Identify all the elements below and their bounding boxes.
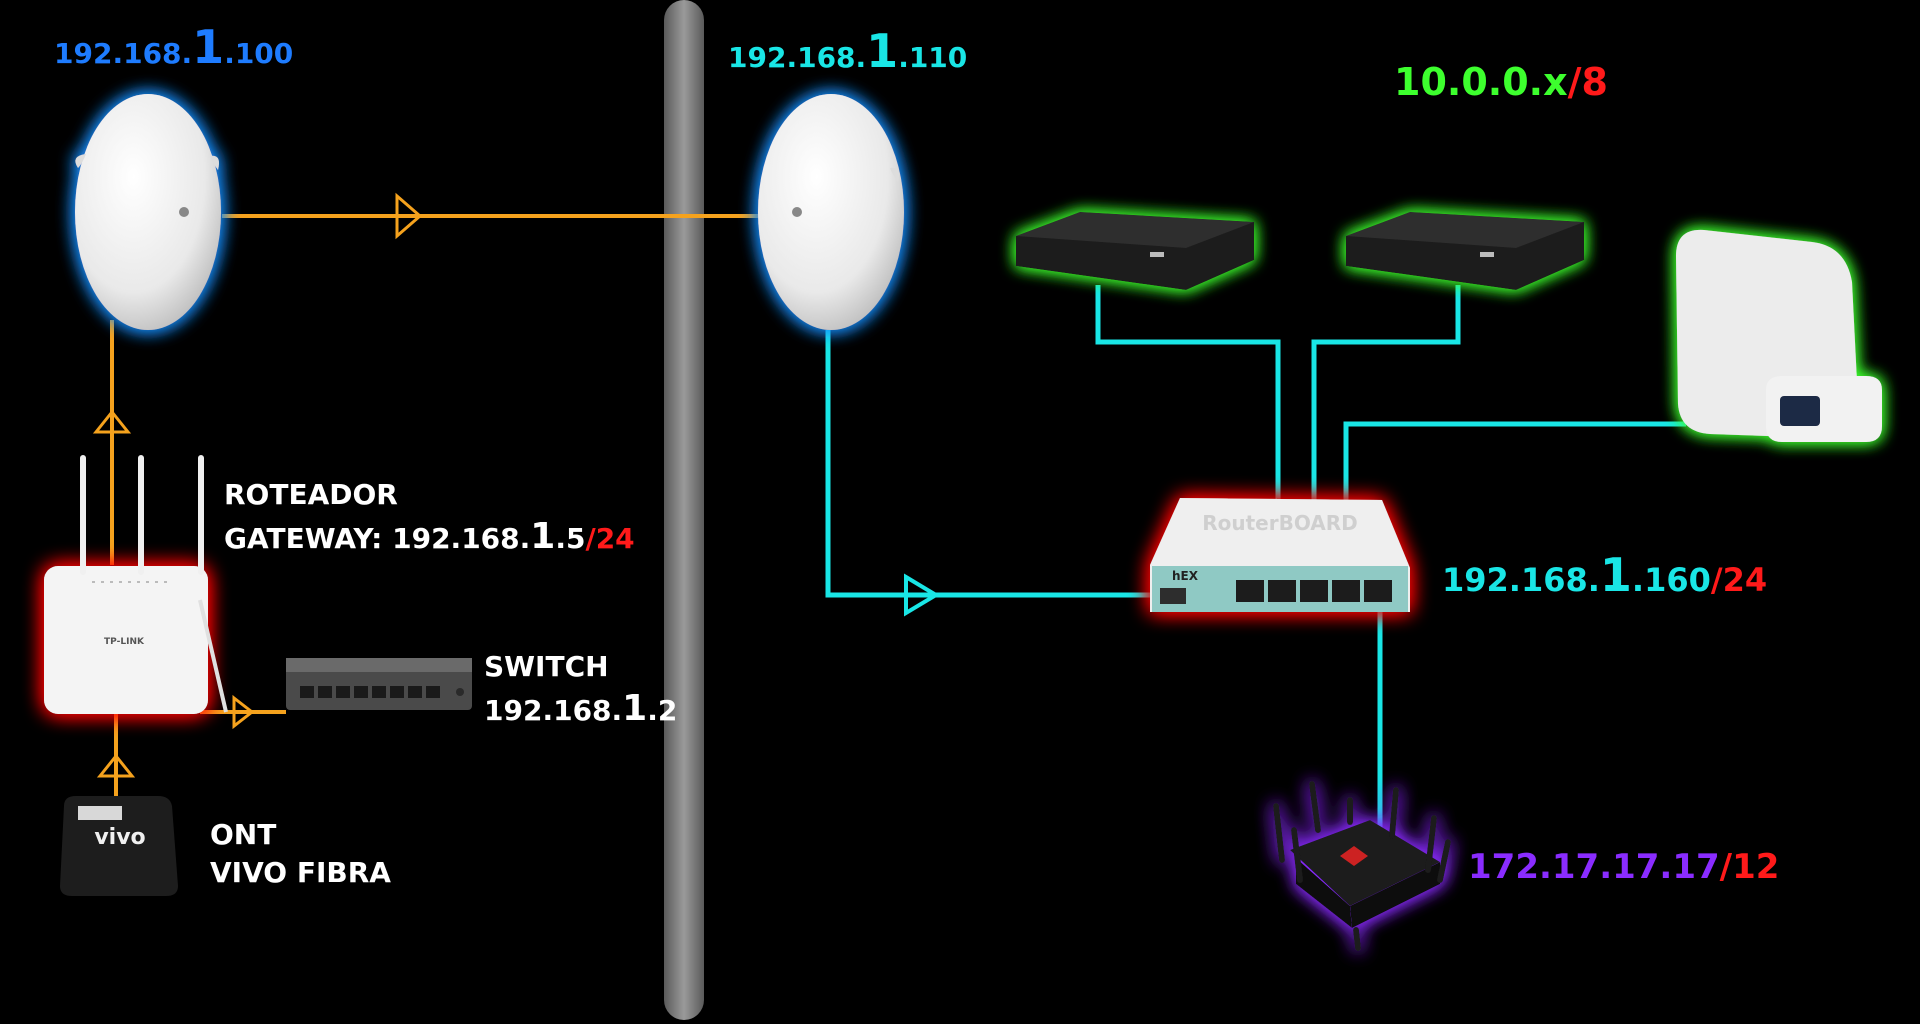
link-antenna-to-mikrotik xyxy=(825,330,1250,598)
ip-prefix: 192.168. xyxy=(54,37,193,70)
link-dvr2-to-mikrotik xyxy=(1311,285,1461,598)
ip-subnet-octet: 1 xyxy=(866,24,899,78)
ip-prefix: 192.168. xyxy=(484,694,623,727)
mikrotik-ip: 192.168.1.160/24 xyxy=(1442,552,1768,599)
asus-router-ip: 172.17.17.17/12 xyxy=(1468,848,1779,886)
dvr-network-label: 10.0.0.x/8 xyxy=(1394,58,1608,106)
gateway-label: GATEWAY: xyxy=(224,522,393,555)
ont-name: ONT xyxy=(210,818,277,851)
mikrotik-model: hEX xyxy=(1172,569,1199,583)
switch-device xyxy=(286,658,472,710)
ip-host: .2 xyxy=(647,694,678,727)
ip-subnet-octet: 1 xyxy=(192,20,225,74)
ip-mask: /24 xyxy=(585,522,635,555)
arrow-marker xyxy=(92,409,132,434)
router-gateway: GATEWAY: 192.168.1.5/24 xyxy=(224,518,635,558)
dvr-network-mask: /8 xyxy=(1567,60,1608,104)
link-dvr1-to-mikrotik xyxy=(1095,285,1281,598)
switch-label: SWITCH 192.168.1.2 xyxy=(484,648,677,730)
orange-links xyxy=(92,192,760,808)
ont-brand: vivo xyxy=(94,825,145,850)
arrow-marker xyxy=(232,694,255,730)
divider-wall xyxy=(664,0,704,1020)
dvr-network-address: 10.0.0.x xyxy=(1394,60,1568,104)
asus-router xyxy=(1273,781,1451,951)
arrow-marker xyxy=(96,753,136,778)
router-tplink: TP-LINK xyxy=(44,455,228,714)
ont-label: ONT VIVO FIBRA xyxy=(210,816,391,892)
router-brand: TP-LINK xyxy=(104,637,145,647)
ip-subnet-octet: 1 xyxy=(622,688,648,729)
ip-prefix: 192.168. xyxy=(392,522,531,555)
antenna-left xyxy=(75,94,221,330)
ip-subnet-octet: 1 xyxy=(530,516,556,557)
antenna-left-ip: 192.168.1.100 xyxy=(54,24,294,73)
alarm-panel xyxy=(1676,229,1882,442)
router-label: ROTEADOR GATEWAY: 192.168.1.5/24 xyxy=(224,476,635,558)
dvr-2 xyxy=(1346,212,1584,290)
ip-address: 172.17.17.17 xyxy=(1468,847,1720,887)
switch-name: SWITCH xyxy=(484,650,609,683)
ont-subtitle: VIVO FIBRA xyxy=(210,856,391,889)
ip-host: .5 xyxy=(555,522,586,555)
ont-device: vivo xyxy=(60,796,178,896)
ip-prefix: 192.168. xyxy=(1442,561,1600,599)
switch-ip: 192.168.1.2 xyxy=(484,690,677,730)
ip-host: .160 xyxy=(1631,561,1711,599)
arrow-marker xyxy=(395,192,423,240)
antenna-right xyxy=(758,94,904,330)
ip-host: .110 xyxy=(898,41,968,74)
ip-mask: /12 xyxy=(1719,847,1780,887)
ip-mask: /24 xyxy=(1710,561,1768,599)
ip-host: .100 xyxy=(224,37,294,70)
ip-subnet-octet: 1 xyxy=(1599,548,1632,602)
dvr-1 xyxy=(1016,212,1254,290)
ip-prefix: 192.168. xyxy=(728,41,867,74)
cyan-links xyxy=(825,285,1686,845)
mikrotik-brand: RouterBOARD xyxy=(1202,511,1358,535)
antenna-right-ip: 192.168.1.110 xyxy=(728,28,968,77)
mikrotik-hex: RouterBOARD hEX xyxy=(1150,498,1410,612)
arrow-marker xyxy=(904,573,940,617)
router-name: ROTEADOR xyxy=(224,478,398,511)
